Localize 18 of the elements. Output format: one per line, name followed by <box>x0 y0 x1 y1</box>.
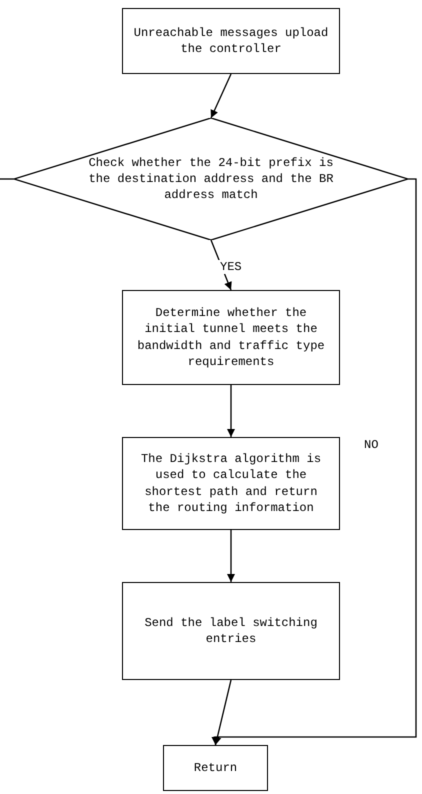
process-box <box>122 582 340 680</box>
arrow <box>227 385 235 437</box>
node-label: Determine whether the initial tunnel meets the bandwidth and traffic type requirements <box>136 305 326 370</box>
decision-diamond <box>14 118 408 240</box>
node-label: Check whether the 24-bit prefix is the destination address and the BR address match <box>88 154 334 204</box>
process-box <box>122 290 340 385</box>
node-label: Return <box>194 760 238 776</box>
arrow <box>212 178 417 746</box>
node-label: The Dijkstra algorithm is used to calculate the shortest path and return the routing information <box>140 451 322 516</box>
edge-label: YES <box>218 260 244 274</box>
node-label: Unreachable messages upload the controller <box>132 24 330 58</box>
arrow <box>227 530 235 582</box>
arrow <box>213 680 232 746</box>
process-box <box>163 745 268 791</box>
arrow <box>210 74 232 118</box>
process-box <box>122 8 340 74</box>
node-label: Send the label switching entries <box>144 614 318 648</box>
process-box <box>122 437 340 530</box>
